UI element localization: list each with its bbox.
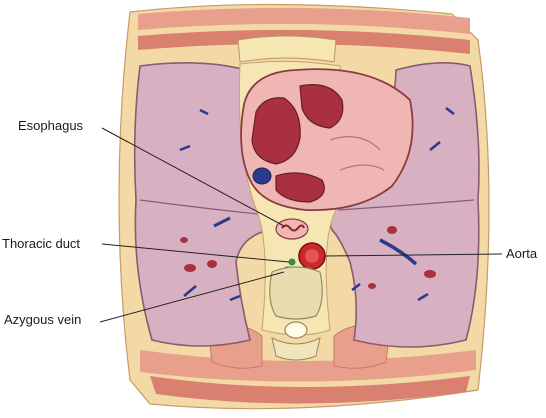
aorta (298, 242, 326, 270)
aorta-label: Aorta (506, 246, 538, 261)
azygous-vein-label: Azygous vein (4, 312, 82, 327)
vertebra (269, 266, 323, 361)
azygous-vein-leader (99, 271, 285, 323)
heart (240, 68, 414, 212)
esophagus-leader (101, 127, 285, 227)
esophagus (275, 218, 309, 240)
thoracic-duct-leader (101, 243, 290, 263)
thoracic-duct (288, 258, 296, 266)
leader-lines (99, 127, 503, 323)
aorta-leader (324, 253, 503, 257)
thoracic-duct-label: Thoracic duct (2, 236, 81, 251)
esophagus-label: Esophagus (18, 118, 84, 133)
